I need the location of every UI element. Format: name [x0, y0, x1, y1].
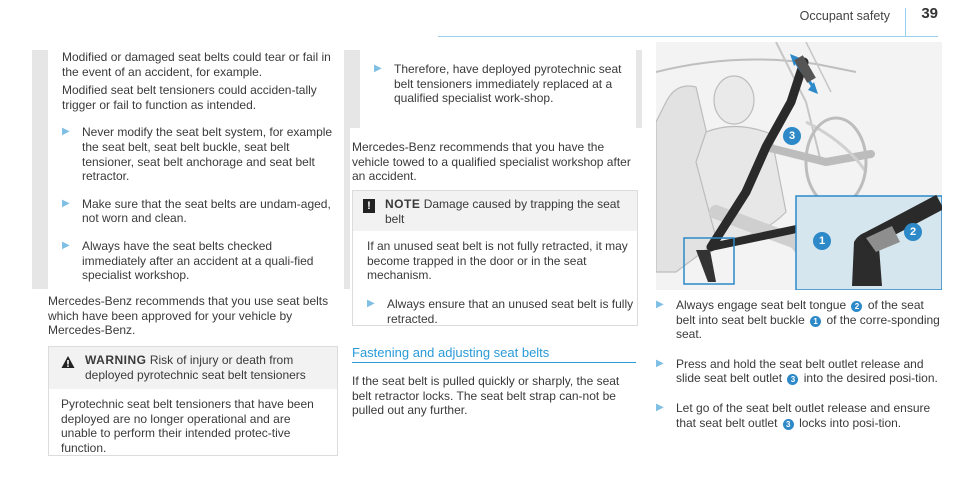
list-item: Always have the seat belts checked immed…	[62, 239, 336, 283]
callout-ref: 2	[851, 301, 863, 312]
warning-title: WARNING Risk of injury or death from dep…	[85, 353, 333, 382]
list-item: Never modify the seat belt system, for e…	[62, 125, 336, 183]
step-text: of the corre-sponding seat.	[676, 312, 940, 342]
section-title: Occupant safety	[799, 9, 890, 23]
warning-title-text: Risk of injury or death from deployed py…	[85, 353, 306, 382]
note-header: ! NOTE Damage caused by trapping the sea…	[353, 191, 637, 231]
callout-3: 3	[783, 127, 801, 145]
callout-1: 1	[813, 232, 831, 250]
paragraph: Mercedes-Benz recommends that you have t…	[352, 140, 631, 184]
step-text: locks into posi-tion.	[799, 415, 902, 430]
step-text: Press and hold the seat belt outlet rele…	[676, 356, 924, 386]
header-divider	[905, 8, 906, 36]
paragraph: Mercedes-Benz recommends that you use se…	[48, 294, 329, 338]
warning-header: WARNING Risk of injury or death from dep…	[49, 347, 337, 389]
callout-2: 2	[904, 223, 922, 241]
car-interior-drawing	[656, 42, 942, 290]
page-header: Occupant safety 39	[438, 2, 938, 38]
seat-belt-illustration: 1 2 3	[656, 42, 942, 290]
left-continuation-box: Modified or damaged seat belts could tea…	[32, 50, 350, 289]
paragraph: Modified or damaged seat belts could tea…	[62, 50, 331, 79]
list-item: Let go of the seat belt outlet release a…	[656, 401, 942, 430]
step-text: Let go of the seat belt outlet release a…	[676, 400, 931, 430]
step-text: of the seat belt into seat belt buckle	[676, 298, 924, 327]
warning-label: WARNING	[85, 353, 147, 367]
note-label: NOTE	[385, 197, 421, 211]
note-title-text: Damage caused by trapping the seat belt	[385, 197, 620, 226]
note-icon: !	[363, 199, 375, 213]
callout-ref: 3	[787, 374, 799, 386]
section-heading: Fastening and adjusting seat belts	[352, 345, 550, 360]
middle-continuation-box: Therefore, have deployed pyrotechnic sea…	[344, 50, 642, 128]
list-item: Therefore, have deployed pyrotechnic sea…	[374, 62, 624, 106]
note-text: If an unused seat belt is not fully retr…	[367, 239, 628, 283]
header-rule	[438, 36, 938, 37]
note-list-item: Always ensure that an unused seat belt i…	[367, 297, 649, 326]
list-item: Press and hold the seat belt outlet rele…	[656, 357, 942, 386]
paragraph: Modified seat belt tensioners could acci…	[62, 83, 317, 112]
warning-box: WARNING Risk of injury or death from dep…	[48, 346, 338, 456]
callout-ref: 1	[810, 315, 822, 327]
callout-ref: 3	[782, 418, 794, 430]
step-text: Always engage seat belt tongue	[676, 298, 847, 312]
step-text: into the desired posi-tion.	[803, 371, 938, 386]
paragraph: If the seat belt is pulled quickly or sh…	[352, 374, 620, 418]
list-item: Make sure that the seat belts are undam-…	[62, 197, 336, 226]
heading-rule	[352, 362, 636, 363]
list-item: Always engage seat belt tongue 2 of the …	[656, 298, 942, 342]
right-column-steps: Always engage seat belt tongue 2 of the …	[656, 298, 942, 445]
warning-text: Pyrotechnic seat belt tensioners that ha…	[61, 397, 314, 455]
page-number: 39	[921, 5, 938, 22]
warning-icon	[61, 356, 75, 368]
note-title: NOTE Damage caused by trapping the seat …	[385, 197, 625, 226]
note-box: ! NOTE Damage caused by trapping the sea…	[352, 190, 638, 326]
